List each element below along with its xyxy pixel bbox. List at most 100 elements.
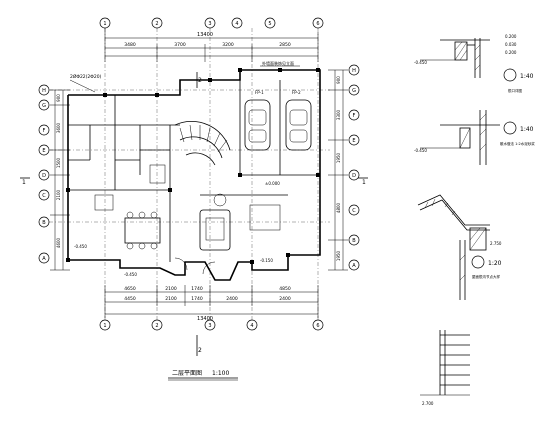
building-walls <box>67 69 321 281</box>
grid-label-top-5: 5 <box>268 21 271 27</box>
grid-label-bottom-2: 2 <box>155 323 158 329</box>
d1-elev: -0.450 <box>414 60 427 65</box>
left-dim-1: 900 <box>56 94 61 102</box>
section-mark-top: 2 <box>198 77 202 84</box>
top-dim-1: 3480 <box>124 42 136 48</box>
bottom-dim-3: 1740 <box>191 286 203 292</box>
top-dim-4: 2850 <box>279 42 291 48</box>
grid-bubbles-top: 1 2 3 4 5 6 <box>99 17 324 32</box>
grid-bubbles-right: H G F E D C B A <box>348 64 360 271</box>
bottom-dim-2: 2100 <box>165 286 177 292</box>
grid-label-bottom-1: 1 <box>103 323 106 329</box>
right-dim-1: 900 <box>336 76 341 84</box>
grid-label-left-4: E <box>42 148 45 154</box>
elev-b: -0.450 <box>124 272 137 277</box>
left-dimension-lines: 900 3600 1500 2100 4600 <box>50 89 70 271</box>
elev-d: ±0.000 <box>265 181 280 186</box>
grid-bubbles-left: H G F E D C B A <box>38 84 50 264</box>
car-label-1: FP-1 <box>255 90 264 95</box>
beam-label: 2ØΦ22(2Φ20) <box>70 73 102 80</box>
grid-label-left-3: F <box>43 128 46 134</box>
d1-dim-1: 0.200 <box>505 34 517 39</box>
d3-index-bubble <box>471 255 485 269</box>
left-dim-5: 4600 <box>56 237 61 248</box>
d3-scale: 1:20 <box>488 260 502 267</box>
curved-stair <box>174 120 231 166</box>
right-dim-3: 1950 <box>336 152 341 163</box>
d3-dim: 2.750 <box>490 241 502 246</box>
car-1 <box>244 99 271 151</box>
grid-label-bottom-4: 4 <box>250 323 253 329</box>
drawing-title: 二层平面图 1:100 <box>168 370 238 381</box>
grid-label-top-3: 3 <box>208 21 211 27</box>
d4-elev: 2.700 <box>422 401 434 406</box>
grid-label-top-2: 2 <box>155 21 158 27</box>
overall-bottom-dim: 13400 <box>197 316 213 322</box>
sofa-set <box>199 209 231 251</box>
bottom-dim-2-1: 4450 <box>124 296 136 302</box>
d1-caption: 檐口详图 <box>508 88 522 93</box>
section-mark-left: 1 <box>22 179 26 186</box>
left-dim-2: 3600 <box>56 122 61 133</box>
left-dim-3: 1500 <box>56 157 61 168</box>
plan-scale: 1:100 <box>212 370 229 377</box>
grid-label-left-5: D <box>42 173 46 179</box>
d1-index-bubble <box>503 68 517 82</box>
d2-elev: -0.450 <box>414 148 427 153</box>
grid-label-right-6: C <box>352 208 356 214</box>
plan-annotations: 2ØΦ22(2Φ20) -0.450 -0.450 ±0.000 -0.150 … <box>20 60 368 356</box>
garage-cars: FP-1 FP-2 <box>244 90 312 151</box>
bottom-dim-2-4: 2400 <box>226 296 238 302</box>
watermark-fade <box>470 300 560 435</box>
detail-1: -0.450 0.200 0.030 0.200 1:40 檐口详图 <box>414 34 534 93</box>
d2-scale: 1:40 <box>520 126 534 133</box>
bottom-dim-4: 4850 <box>279 286 291 292</box>
grid-label-left-6: C <box>42 193 46 199</box>
grid-bubble-top-4 <box>231 17 243 29</box>
elev-a: -0.450 <box>74 244 87 249</box>
column-fills <box>66 68 320 264</box>
d1-dim-2: 0.030 <box>505 42 517 47</box>
detail-3: 2.750 1:20 屋面檐沟节点大样 <box>417 194 502 300</box>
grid-label-right-3: F <box>353 113 356 119</box>
right-dimension-lines: 900 3300 1950 4800 1950 <box>328 69 348 271</box>
grid-label-left-7: B <box>42 220 46 226</box>
bottom-dim-2-5: 2400 <box>279 296 291 302</box>
elev-e: -0.150 <box>260 258 273 263</box>
study-desk <box>249 204 281 231</box>
grid-label-left-8: A <box>42 256 46 262</box>
left-dim-4: 2100 <box>56 189 61 200</box>
grid-label-right-8: A <box>352 263 356 269</box>
grid-label-right-1: H <box>352 68 356 74</box>
grid-label-bottom-6: 6 <box>316 323 319 329</box>
top-dimension-lines: 13400 3480 3700 3200 2850 <box>104 32 319 62</box>
right-dim-4: 4800 <box>336 202 341 213</box>
grid-label-top-6: 6 <box>316 21 319 27</box>
furniture <box>94 164 281 275</box>
detail-2: -0.450 1:40 散水做法 1:2水泥砂浆 <box>414 110 535 165</box>
grid-label-right-7: B <box>352 238 356 244</box>
grid-label-top-4: 4 <box>235 21 238 27</box>
d1-dim-3: 0.200 <box>505 50 517 55</box>
grid-label-right-4: E <box>352 138 355 144</box>
grid-label-top-1: 1 <box>103 21 106 27</box>
top-dim-3: 3200 <box>222 42 234 48</box>
plan-title: 二层平面图 <box>172 370 202 377</box>
bottom-dim-2-3: 1740 <box>191 296 203 302</box>
grid-label-bottom-3: 3 <box>208 323 211 329</box>
axis-grid-lines <box>49 28 330 320</box>
top-dim-2: 3700 <box>174 42 186 48</box>
right-dim-5: 1950 <box>336 250 341 261</box>
note-top: 外墙面装饰见立面 <box>262 60 294 66</box>
car-label-2: FP-2 <box>292 90 301 95</box>
d3-caption: 屋面檐沟节点大样 <box>472 274 500 279</box>
bottom-dimension-lines: 4650 2100 1740 4850 4450 2100 1740 2400 … <box>104 285 319 322</box>
d1-scale: 1:40 <box>520 73 534 80</box>
detail-4: 2.700 <box>420 330 470 406</box>
overall-top-dim: 13400 <box>197 32 213 38</box>
d2-index-bubble <box>503 121 517 135</box>
dining-table <box>124 217 161 244</box>
grid-label-left-1: H <box>42 88 46 94</box>
grid-bubbles-bottom: 1 2 3 4 6 <box>99 319 324 331</box>
